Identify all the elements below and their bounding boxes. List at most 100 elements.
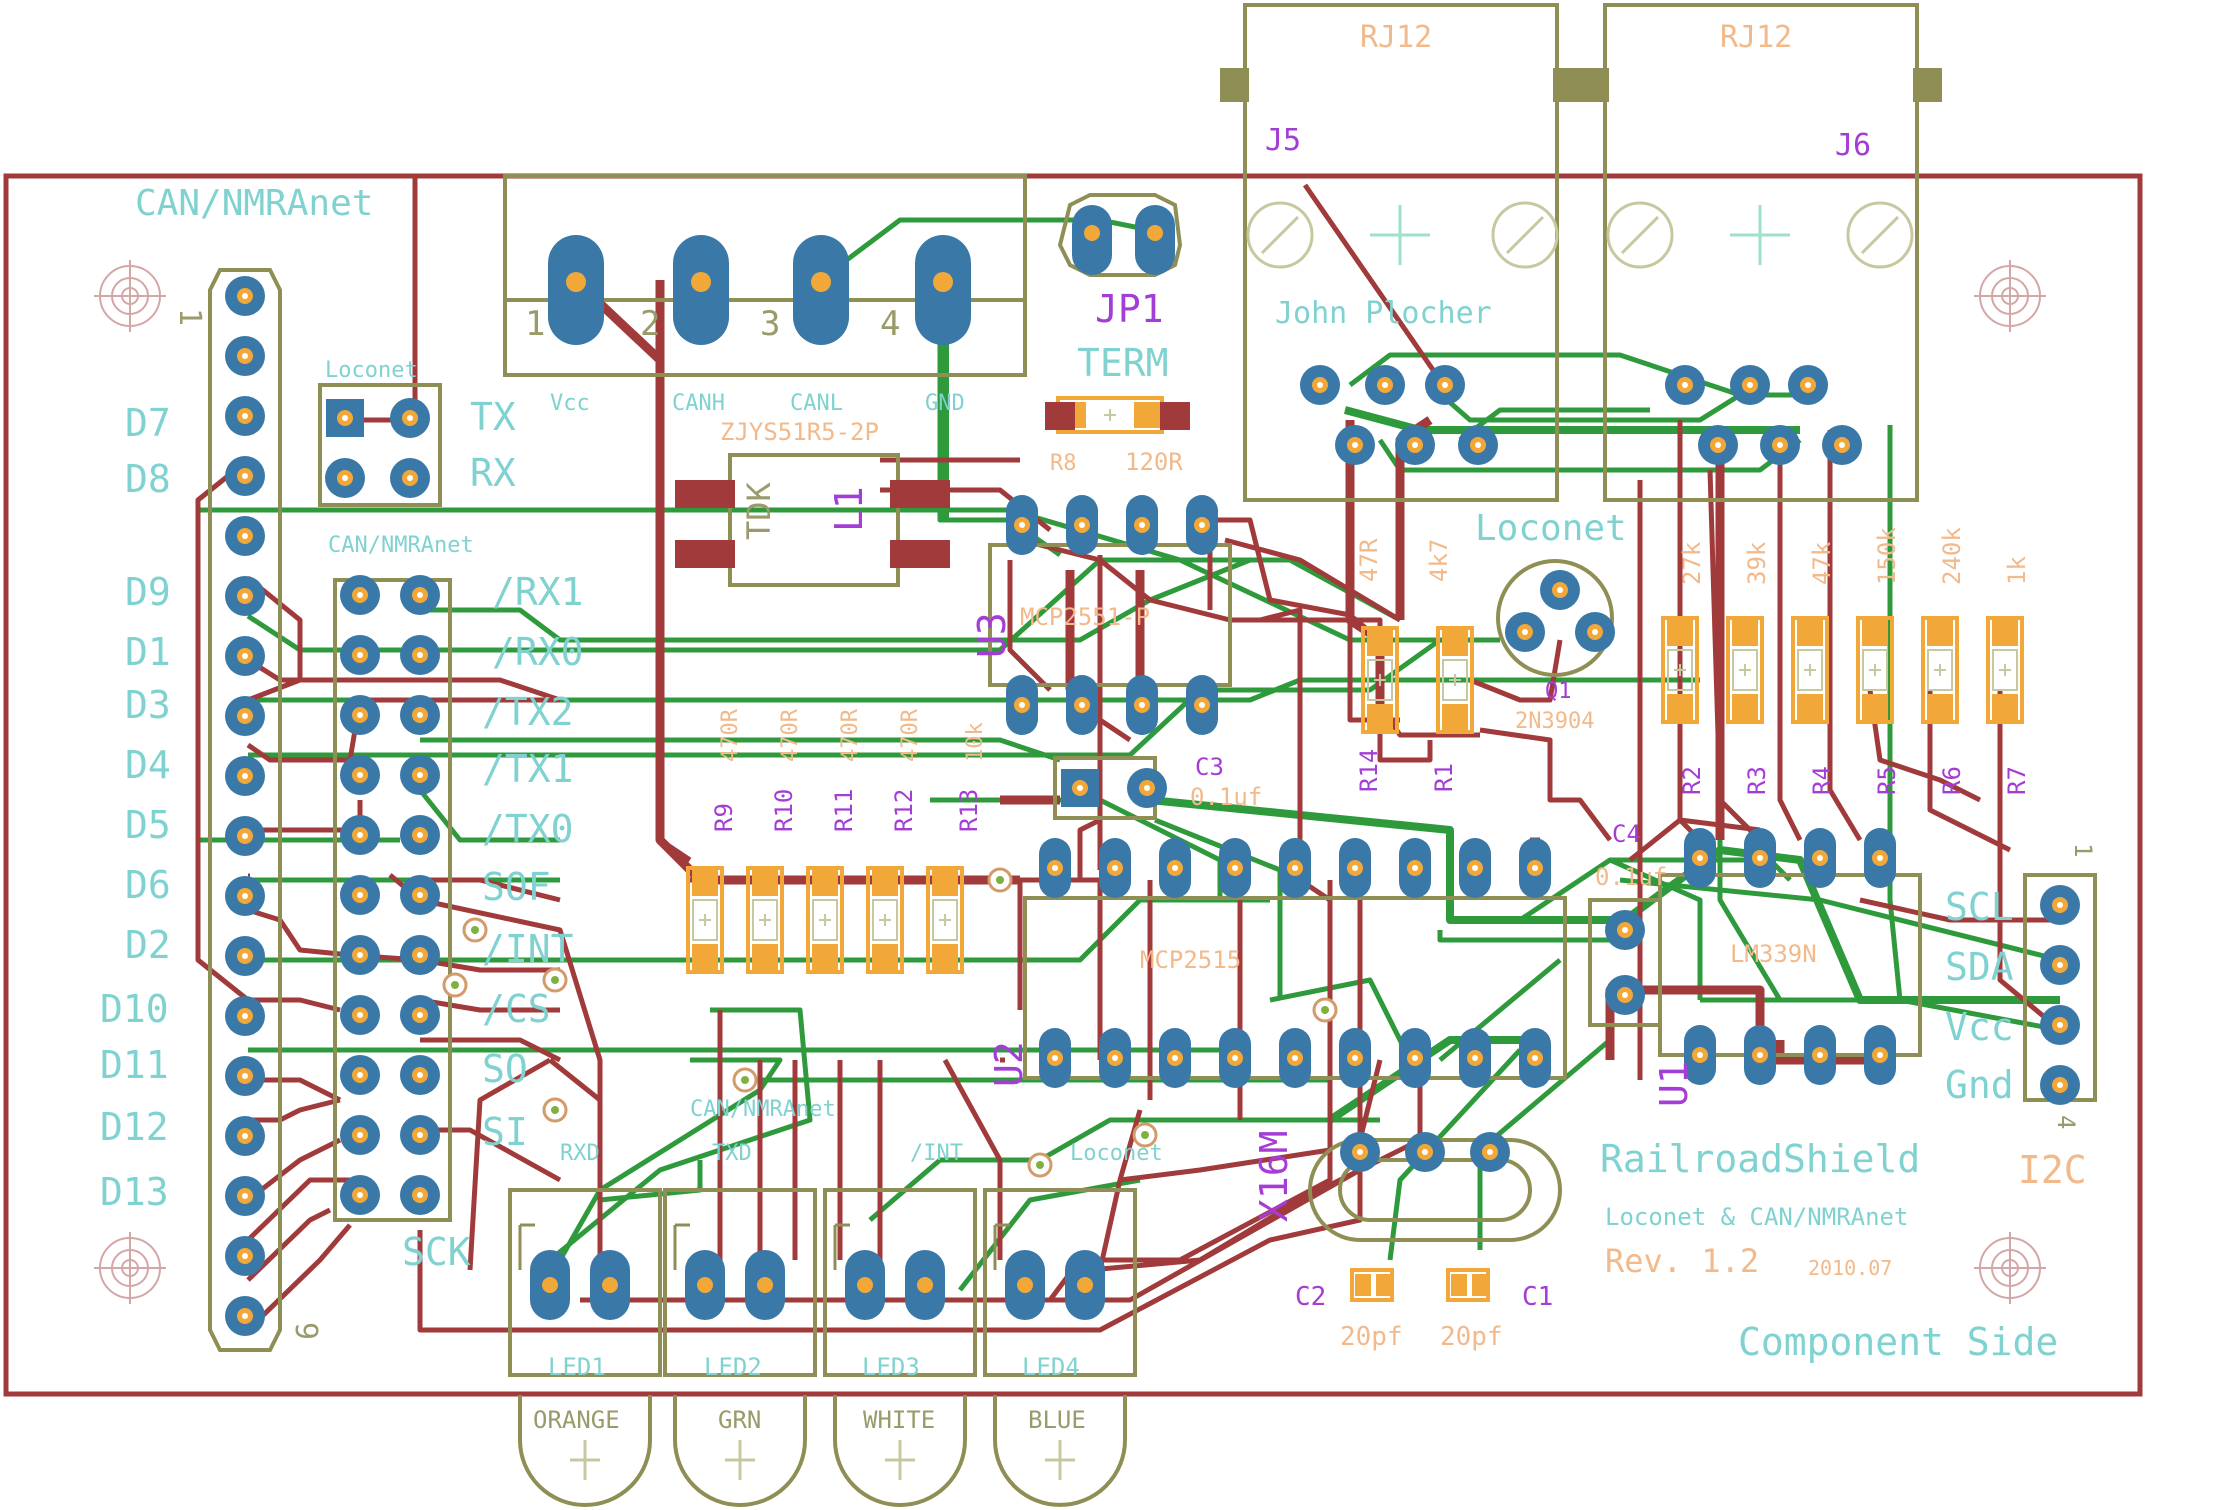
loconet-jumper-name: Loconet: [325, 358, 418, 383]
can-header-pads: [340, 575, 440, 1215]
u3-part: MCP2551-P: [1020, 603, 1150, 631]
u2-pads: [1039, 838, 1551, 1088]
led2-color: GRN: [718, 1406, 761, 1434]
r2-value: 27k: [1678, 541, 1706, 585]
board-title: CAN/NMRAnet: [135, 183, 373, 224]
can-label-rx1: /RX1: [492, 570, 584, 614]
i2c-label-scl: SCL: [1945, 885, 2014, 929]
terminal-block-pads: [548, 235, 971, 345]
terminal-part: ZJYS51R5-2P: [720, 418, 879, 446]
r4-ref: R4: [1808, 766, 1836, 795]
led4-ref: LED4: [1022, 1353, 1080, 1381]
can-label-int: /INT: [482, 927, 574, 971]
arduino-label-d3: D3: [125, 683, 171, 727]
arduino-label-d11: D11: [100, 1043, 169, 1087]
u2-part: MCP2515: [1140, 946, 1241, 974]
r13-ref: R13: [955, 789, 983, 832]
smd-resistors: [686, 396, 2024, 1302]
jp1-pads: [1072, 205, 1175, 275]
jp1-ref: JP1: [1095, 287, 1164, 331]
led3-ref: LED3: [862, 1353, 920, 1381]
j5-type: RJ12: [1360, 20, 1432, 55]
terminal-pin-2: 2: [640, 304, 660, 344]
r8-value: 120R: [1125, 448, 1183, 476]
led1-color: ORANGE: [533, 1406, 620, 1434]
u2-ref: U2: [987, 1041, 1031, 1087]
r4-value: 47k: [1808, 541, 1836, 585]
can-label-sck: SCK: [402, 1230, 471, 1274]
r1-value: 4k7: [1425, 539, 1453, 582]
c3-pads: [1061, 768, 1167, 808]
led-pads: [530, 1250, 1105, 1320]
r14-ref: R14: [1355, 749, 1383, 792]
arduino-header-pads: [225, 276, 265, 1336]
q1-part: 2N3904: [1515, 709, 1594, 734]
arduino-pin-last: 9: [288, 1322, 323, 1340]
r14-value: 47R: [1355, 538, 1383, 582]
r11-ref: R11: [830, 789, 858, 832]
can-label-so: SO: [482, 1047, 528, 1091]
arduino-pin-first: 1: [172, 308, 207, 326]
can-label-cs: /CS: [482, 987, 551, 1031]
r1-ref: R1: [1430, 763, 1458, 792]
crystal-pads: [1340, 1132, 1510, 1172]
r7-value: 1k: [2003, 556, 2031, 585]
arduino-label-d12: D12: [100, 1105, 169, 1149]
i2c-name: I2C: [2018, 1148, 2087, 1192]
c4-ref: C4: [1612, 820, 1641, 848]
led2-ref: LED2: [704, 1353, 762, 1381]
shield-name: RailroadShield: [1600, 1137, 1920, 1181]
led4-color: BLUE: [1028, 1406, 1086, 1434]
r6-value: 240k: [1938, 527, 1966, 585]
can-header-name: CAN/NMRAnet: [328, 533, 474, 558]
r12-ref: R12: [890, 789, 918, 832]
c1-value: 20pf: [1440, 1322, 1503, 1352]
arduino-label-d9: D9: [125, 570, 171, 614]
can-label-sof: SOF: [482, 865, 551, 909]
loconet-label: Loconet: [1475, 508, 1627, 549]
r11-value: 470R: [838, 708, 863, 762]
can-label-tx0: /TX0: [482, 807, 574, 851]
i2c-pin-last: 4: [2052, 1115, 2080, 1129]
u1-part: LM339N: [1730, 940, 1817, 968]
j6-ref: J6: [1835, 128, 1871, 163]
led2-signal: TXD: [712, 1141, 752, 1166]
arduino-label-d10: D10: [100, 987, 169, 1031]
led1-signal: RXD: [560, 1141, 600, 1166]
can-label-rx0: /RX0: [492, 630, 584, 674]
r12-value: 470R: [898, 708, 923, 762]
board-outline: [3, 173, 2143, 1397]
c2-value: 20pf: [1340, 1322, 1403, 1352]
can-label-tx1: /TX1: [482, 747, 574, 791]
arduino-label-d2: D2: [125, 923, 171, 967]
terminal-pin-4: 4: [880, 304, 900, 344]
terminal-pin-3: 3: [760, 304, 780, 344]
u1-ref: U1: [1652, 1061, 1696, 1107]
i2c-label-gnd: Gnd: [1945, 1063, 2014, 1107]
r8-ref: R8: [1050, 451, 1077, 476]
date: 2010.07: [1808, 1256, 1892, 1280]
shield-subtitle: Loconet & CAN/NMRAnet: [1605, 1203, 1908, 1231]
i2c-label-vcc: Vcc: [1945, 1005, 2014, 1049]
led3-signal: /INT: [910, 1141, 963, 1166]
r3-value: 39k: [1743, 541, 1771, 585]
terminal-label-vcc: Vcc: [550, 391, 590, 416]
can-label-tx2: /TX2: [482, 690, 574, 734]
terminal-label-canh: CANH: [672, 391, 725, 416]
silkscreen-text: CAN/NMRAnet RailroadShield Loconet & CAN…: [100, 20, 2097, 1434]
l1-ref: L1: [827, 486, 871, 532]
c2-ref: C2: [1295, 1282, 1326, 1312]
arduino-label-d8: D8: [125, 457, 171, 501]
l1-mfr: TDK: [740, 481, 778, 540]
i2c-pin-first: 1: [2069, 843, 2097, 857]
r7-ref: R7: [2003, 766, 2031, 795]
terminal-label-gnd: GND: [925, 391, 965, 416]
q1-ref: Q1: [1545, 679, 1572, 704]
r9-ref: R9: [710, 803, 738, 832]
r2-ref: R2: [1678, 766, 1706, 795]
c3-ref: C3: [1195, 753, 1224, 781]
vias: [442, 867, 1338, 1178]
package-outlines: [208, 3, 2097, 1507]
terminal-label-canl: CANL: [790, 391, 843, 416]
